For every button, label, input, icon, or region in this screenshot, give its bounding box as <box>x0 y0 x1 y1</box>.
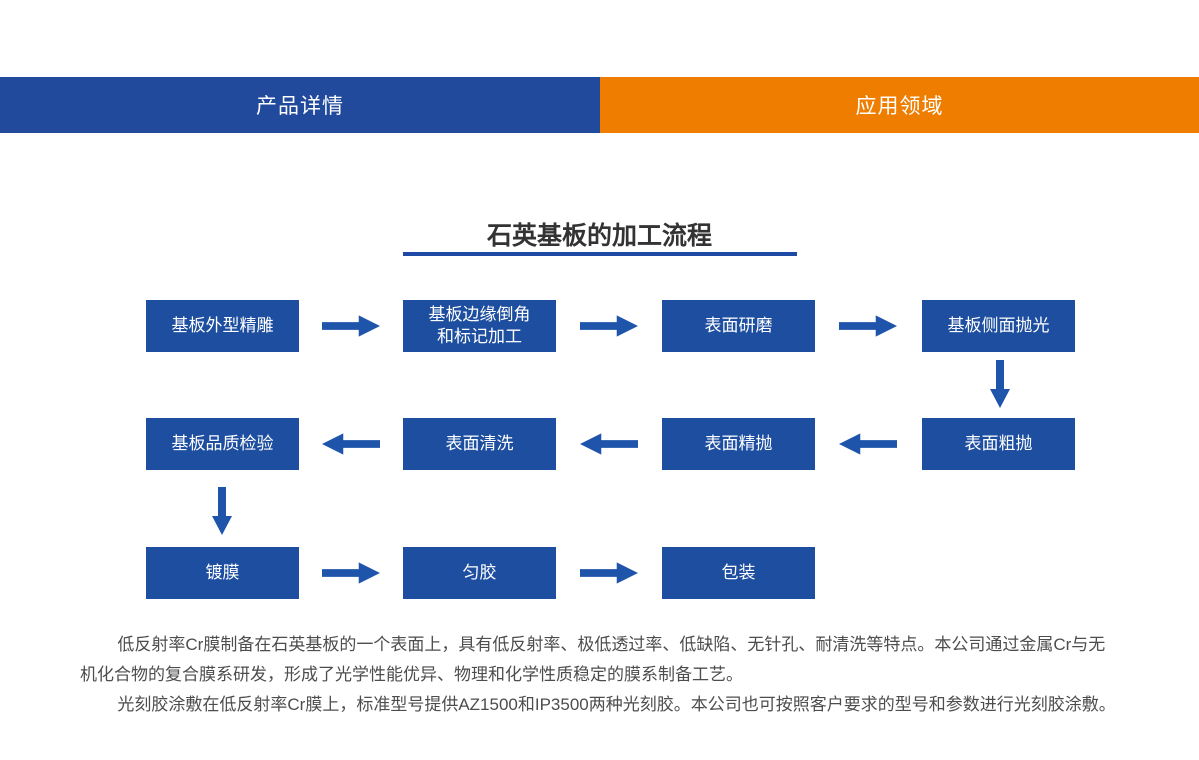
tab-application-fields[interactable]: 应用领域 <box>600 77 1199 133</box>
flow-step-surface-grinding: 表面研磨 <box>662 300 815 352</box>
flow-step-substrate-carving: 基板外型精雕 <box>146 300 299 352</box>
flow-step-coating: 镀膜 <box>146 547 299 599</box>
flow-step-packaging: 包装 <box>662 547 815 599</box>
arrow-right-icon <box>839 314 897 338</box>
flow-step-side-polishing: 基板侧面抛光 <box>922 300 1075 352</box>
arrow-right-icon <box>322 314 380 338</box>
flow-step-quality-inspection: 基板品质检验 <box>146 418 299 470</box>
description-paragraph-1: 低反射率Cr膜制备在石英基板的一个表面上，具有低反射率、极低透过率、低缺陷、无针… <box>80 635 1106 684</box>
arrow-left-icon <box>580 432 638 456</box>
flow-step-rough-polishing: 表面粗抛 <box>922 418 1075 470</box>
flow-step-edge-chamfer-mark: 基板边缘倒角 和标记加工 <box>403 300 556 352</box>
arrow-left-icon <box>839 432 897 456</box>
flow-step-surface-cleaning: 表面清洗 <box>403 418 556 470</box>
arrow-left-icon <box>322 432 380 456</box>
product-description: 低反射率Cr膜制备在石英基板的一个表面上，具有低反射率、极低透过率、低缺陷、无针… <box>80 630 1120 720</box>
arrow-right-icon <box>580 561 638 585</box>
arrow-down-icon <box>211 487 233 535</box>
tab-application-fields-label: 应用领域 <box>855 95 944 118</box>
arrow-down-icon <box>989 360 1011 408</box>
flowchart-title: 石英基板的加工流程 <box>486 222 712 250</box>
tab-product-details[interactable]: 产品详情 <box>0 77 600 133</box>
tab-product-details-label: 产品详情 <box>256 95 344 118</box>
arrow-right-icon <box>322 561 380 585</box>
arrow-right-icon <box>580 314 638 338</box>
flow-step-resist-spin: 匀胶 <box>403 547 556 599</box>
flow-step-fine-polishing: 表面精抛 <box>662 418 815 470</box>
section-tab-bar: 产品详情 应用领域 <box>0 77 1199 133</box>
title-underline <box>403 252 797 256</box>
description-paragraph-2: 光刻胶涂敷在低反射率Cr膜上，标准型号提供AZ1500和IP3500两种光刻胶。… <box>117 695 1116 714</box>
